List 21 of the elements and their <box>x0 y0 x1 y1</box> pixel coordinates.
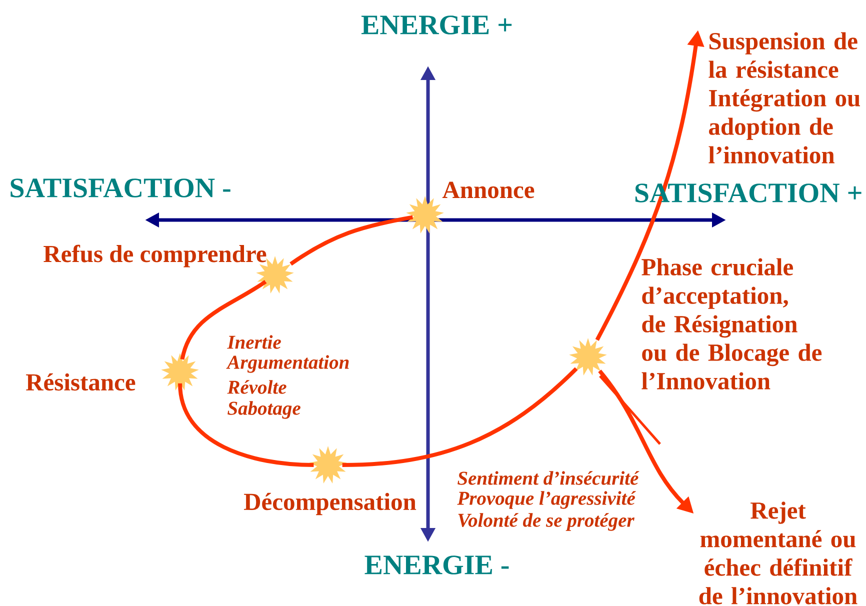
note-text: Inertie <box>227 335 281 349</box>
starburst <box>406 196 444 234</box>
phase-label: Résistance <box>26 373 136 391</box>
note-text: Argumentation <box>226 355 349 373</box>
note-text: Sentiment d’insécurité <box>458 471 640 485</box>
starburst <box>161 353 199 390</box>
starburst <box>569 338 607 376</box>
outcome-text: Suspension de la résistance Intégration ou adoption de l’innovation <box>708 32 860 164</box>
axis-label: ENERGIE - <box>364 556 509 574</box>
note-text: Provoque l’agressivité <box>457 491 636 509</box>
phase-label: Annonce <box>442 182 534 198</box>
phase-label: Phase cruciale d’acceptation, de Résignation ou de Blocage de l’Innovation <box>642 258 822 390</box>
phase-label: Décompensation <box>244 492 416 516</box>
axis-label: SATISFACTION - <box>10 178 230 198</box>
note-text: Volonté de se protéger <box>458 513 634 531</box>
phase-label: Refus de comprendre <box>44 244 266 268</box>
note-text: Révolte <box>227 380 286 394</box>
outcome-text: Rejet momentané ou échec définitif de l’innovation <box>699 502 858 604</box>
starburst <box>309 446 347 484</box>
note-text: Sabotage <box>228 401 300 419</box>
axis-label: ENERGIE + <box>361 16 512 34</box>
